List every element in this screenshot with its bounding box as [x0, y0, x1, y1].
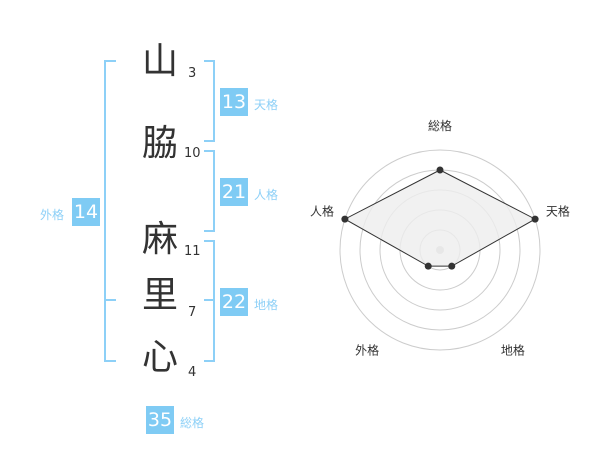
chikaku-value: 22: [220, 288, 248, 316]
stroke-count-1: 3: [188, 66, 197, 81]
stroke-count-3: 11: [184, 244, 201, 259]
gaikaku-bracket: [104, 60, 116, 362]
chikaku-bracket-tick: [204, 299, 214, 301]
name-char-3: 麻: [141, 219, 178, 260]
jinkaku-value: 21: [220, 178, 248, 206]
radar-axis-label: 天格: [546, 204, 570, 219]
radar-point-4: [341, 215, 349, 223]
radar-ring: [339, 149, 541, 351]
gaikaku-bracket-tick: [106, 299, 116, 301]
name-char-2: 脇: [141, 123, 178, 164]
radar-axis-label: 人格: [310, 204, 334, 219]
chikaku-label: 地格: [254, 298, 279, 312]
radar-point-3: [424, 262, 432, 270]
gaikaku-value: 14: [72, 198, 100, 226]
radar-point-1: [531, 215, 539, 223]
jinkaku-bracket: [204, 150, 215, 232]
name-char-1: 山: [141, 41, 178, 82]
radar-axis-label: 地格: [501, 342, 525, 357]
name-char-5: 心: [141, 337, 178, 378]
gaikaku-label: 外格: [40, 208, 65, 222]
soukaku-value: 35: [146, 406, 174, 434]
soukaku-label: 総格: [180, 416, 205, 430]
tenkaku-bracket: [204, 60, 215, 142]
stroke-count-4: 7: [188, 305, 197, 320]
tenkaku-value: 13: [220, 88, 248, 116]
radar-point-0: [436, 166, 444, 174]
radar-point-2: [448, 262, 456, 270]
stroke-count-2: 10: [184, 146, 201, 161]
jinkaku-label: 人格: [254, 188, 279, 202]
tenkaku-label: 天格: [254, 98, 279, 112]
radar-axis-label: 外格: [355, 342, 379, 357]
radar-area: [343, 169, 537, 267]
radar-axis-label: 総格: [428, 118, 452, 133]
chikaku-bracket: [204, 240, 215, 362]
name-char-4: 里: [141, 275, 178, 316]
stroke-count-5: 4: [188, 365, 197, 380]
